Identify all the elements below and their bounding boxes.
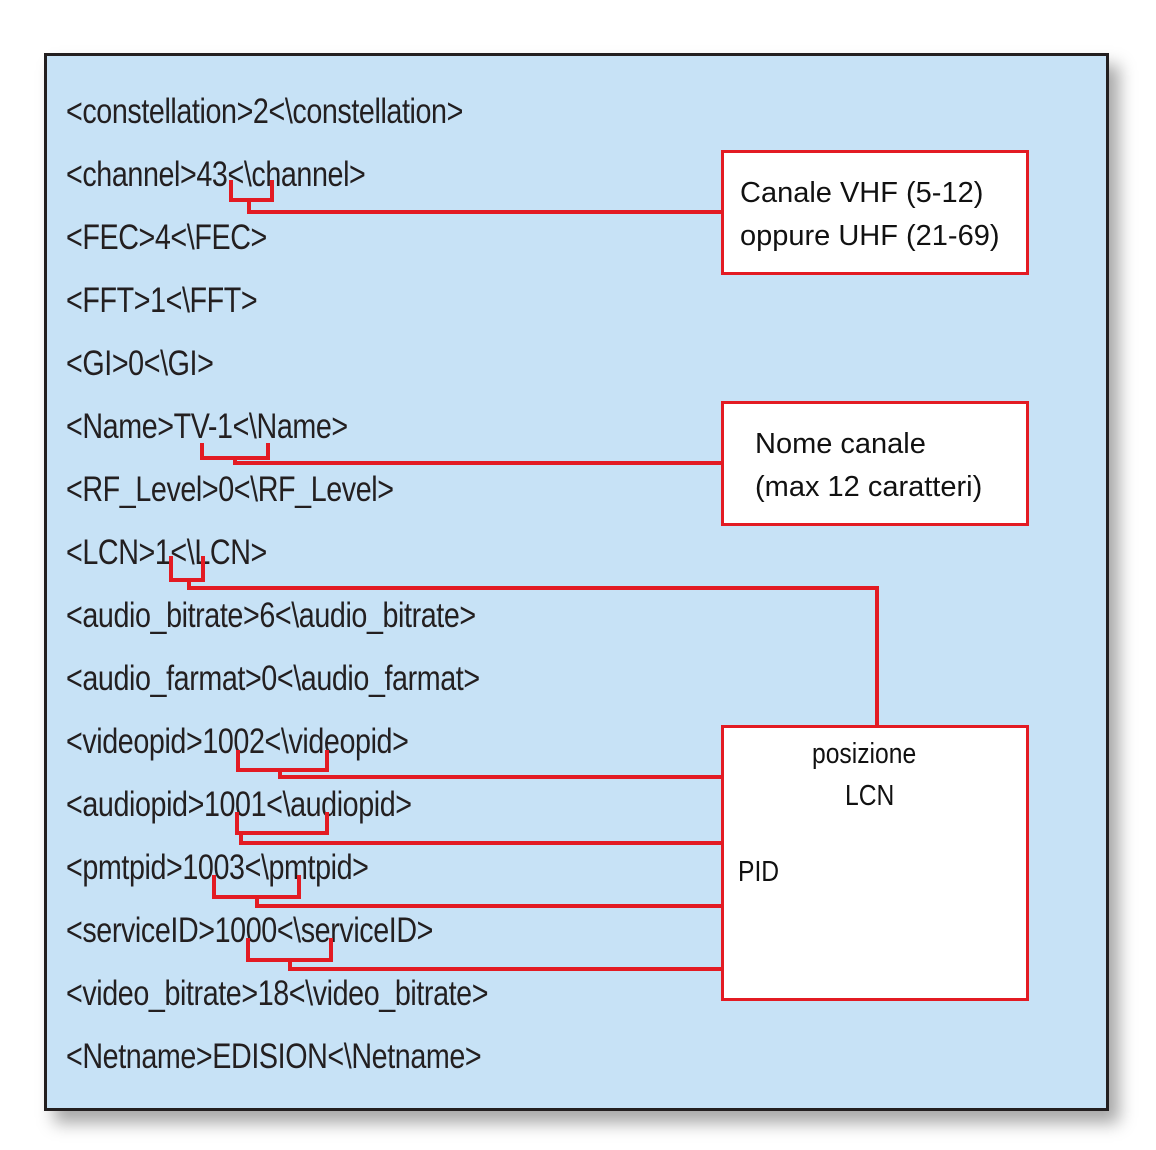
xml-line-fft: <FFT>1<\FFT> — [66, 281, 258, 320]
xml-line-audio-format: <audio_farmat>0<\audio_farmat> — [66, 659, 480, 698]
callout-name-line1: Nome canale — [755, 428, 926, 460]
xml-line-video-bitrate: <video_bitrate>18<\video_bitrate> — [66, 974, 489, 1013]
xml-line-name: <Name>TV-1<\Name> — [66, 407, 348, 446]
callout-channel-line1: Canale VHF (5-12) — [740, 177, 984, 209]
callout-lcn-pid: posizione LCN PID — [721, 725, 1029, 1001]
xml-line-gi: <GI>0<\GI> — [66, 344, 214, 383]
xml-line-lcn: <LCN>1<\LCN> — [66, 533, 267, 572]
xml-line-channel: <channel>43<\channel> — [66, 155, 366, 194]
callout-name-line2: (max 12 caratteri) — [755, 471, 983, 503]
xml-line-pmtpid: <pmtpid>1003<\pmtpid> — [66, 848, 369, 887]
xml-line-rf-level: <RF_Level>0<\RF_Level> — [66, 470, 394, 509]
xml-line-fec: <FEC>4<\FEC> — [66, 218, 267, 257]
xml-line-videopid: <videopid>1002<\videopid> — [66, 722, 409, 761]
callout-channel: Canale VHF (5-12) oppure UHF (21-69) — [721, 150, 1029, 275]
callout-pid-label: PID — [738, 856, 780, 888]
xml-line-netname: <Netname>EDISION<\Netname> — [66, 1037, 482, 1076]
callout-lcn-title-line2: LCN — [845, 780, 895, 812]
xml-line-serviceid: <serviceID>1000<\serviceID> — [66, 911, 434, 950]
xml-line-audiopid: <audiopid>1001<\audiopid> — [66, 785, 412, 824]
callout-name: Nome canale (max 12 caratteri) — [721, 401, 1029, 526]
callout-lcn-title-line1: posizione — [812, 738, 917, 770]
callout-channel-line2: oppure UHF (21-69) — [740, 220, 1000, 252]
xml-line-constellation: <constellation>2<\constellation> — [66, 92, 463, 131]
xml-line-audio-bitrate: <audio_bitrate>6<\audio_bitrate> — [66, 596, 476, 635]
